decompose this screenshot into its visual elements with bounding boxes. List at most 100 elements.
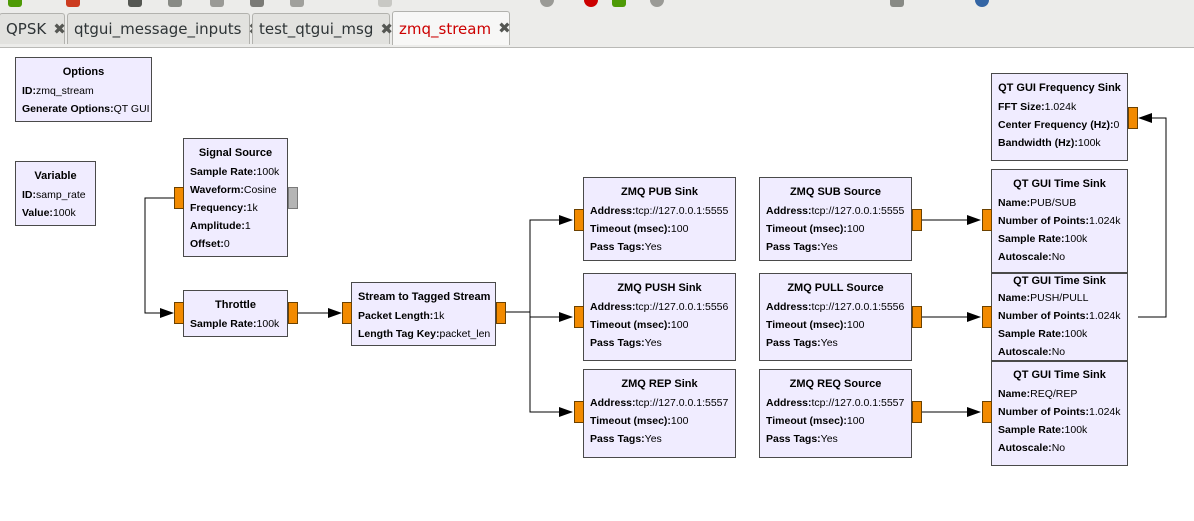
param-row: Offset:0 — [190, 238, 230, 250]
throttle-in-port[interactable] — [174, 302, 184, 324]
block-variable[interactable]: Variable ID:samp_rate Value:100k — [15, 161, 96, 226]
block-zmq-sub-source[interactable]: ZMQ SUB Source Address:tcp://127.0.0.1:5… — [759, 177, 912, 261]
block-title: QT GUI Time Sink — [1013, 178, 1106, 190]
close-icon[interactable]: ✖ — [53, 19, 66, 38]
tab-zmq-stream[interactable]: zmq_stream ✖ — [392, 11, 511, 45]
param-row: Sample Rate:100k — [190, 318, 280, 330]
param-row: Address:tcp://127.0.0.1:5557 — [590, 397, 729, 409]
block-qt-gui-time-sink-pubsub[interactable]: QT GUI Time Sink Name:PUB/SUB Number of … — [991, 169, 1128, 273]
param-row: Packet Length:1k — [358, 310, 445, 322]
tab-qpsk[interactable]: QPSK ✖ — [0, 13, 66, 44]
param-row: Autoscale:No — [998, 346, 1066, 358]
param-row: Pass Tags:Yes — [766, 337, 838, 349]
block-throttle[interactable]: Throttle Sample Rate:100k — [183, 290, 288, 337]
block-title: QT GUI Time Sink — [1013, 275, 1106, 287]
time-sink-1-in-port[interactable] — [982, 209, 992, 231]
param-row: Name:PUB/SUB — [998, 197, 1077, 209]
block-title: ZMQ SUB Source — [789, 186, 882, 198]
param-row: Value:100k — [22, 207, 76, 219]
flowgraph-canvas[interactable]: Options ID:zmq_stream Generate Options:Q… — [0, 48, 1194, 521]
req-source-out-port[interactable] — [912, 401, 922, 423]
connection-wires — [144, 113, 1167, 417]
tagged-out-port[interactable] — [496, 302, 506, 324]
tab-bar: QPSK ✖ qtgui_message_inputs ✖ test_qtgui… — [0, 9, 1194, 48]
param-row: Pass Tags:Yes — [590, 433, 662, 445]
param-row: Sample Rate:100k — [998, 424, 1088, 436]
block-zmq-pull-source[interactable]: ZMQ PULL Source Address:tcp://127.0.0.1:… — [759, 273, 912, 361]
tab-label: zmq_stream — [399, 19, 492, 38]
block-zmq-pub-sink[interactable]: ZMQ PUB Sink Address:tcp://127.0.0.1:555… — [583, 177, 736, 261]
block-title: Throttle — [215, 299, 256, 311]
wire-tagged-push[interactable] — [506, 311, 573, 322]
rep-sink-in-port[interactable] — [574, 401, 584, 423]
wire-tagged-rep[interactable] — [529, 317, 573, 417]
push-sink-in-port[interactable] — [574, 306, 584, 328]
save-icon[interactable] — [128, 0, 142, 7]
block-title: Stream to Tagged Stream — [358, 291, 491, 303]
param-row: Timeout (msec):100 — [590, 415, 689, 427]
block-qt-gui-time-sink-reqrep[interactable]: QT GUI Time Sink Name:REQ/REP Number of … — [991, 361, 1128, 466]
block-title: QT GUI Time Sink — [1013, 369, 1106, 381]
block-zmq-req-source[interactable]: ZMQ REQ Source Address:tcp://127.0.0.1:5… — [759, 369, 912, 458]
search-icon[interactable] — [975, 0, 989, 7]
close-icon[interactable]: ✖ — [380, 19, 393, 38]
tab-label: QPSK — [6, 20, 47, 38]
param-row: Address:tcp://127.0.0.1:5556 — [590, 301, 729, 313]
wire-tagged-pub[interactable] — [506, 215, 573, 313]
signal-source-msg-port[interactable] — [288, 187, 298, 209]
pub-sink-in-port[interactable] — [574, 209, 584, 231]
cut-icon[interactable] — [210, 0, 224, 7]
param-row: FFT Size:1.024k — [998, 101, 1077, 113]
delete-icon[interactable] — [378, 0, 392, 7]
param-row: Pass Tags:Yes — [766, 433, 838, 445]
param-row: Number of Points:1.024k — [998, 310, 1121, 322]
sub-source-out-port[interactable] — [912, 209, 922, 231]
block-qt-gui-time-sink-pushpull[interactable]: QT GUI Time Sink Name:PUSH/PULL Number o… — [991, 273, 1128, 361]
block-zmq-rep-sink[interactable]: ZMQ REP Sink Address:tcp://127.0.0.1:555… — [583, 369, 736, 458]
block-stream-to-tagged-stream[interactable]: Stream to Tagged Stream Packet Length:1k… — [351, 282, 496, 346]
new-icon[interactable] — [8, 0, 22, 7]
param-row: Name:REQ/REP — [998, 388, 1078, 400]
wire-pull-freq[interactable] — [1138, 113, 1167, 318]
block-title: ZMQ PUSH Sink — [617, 282, 702, 294]
param-row: Address:tcp://127.0.0.1:5557 — [766, 397, 905, 409]
block-title: ZMQ PULL Source — [787, 282, 884, 294]
tagged-in-port[interactable] — [342, 302, 352, 324]
block-signal-source[interactable]: Signal Source Sample Rate:100k Waveform:… — [183, 138, 288, 257]
undo-icon[interactable] — [540, 0, 554, 7]
generate-icon[interactable] — [584, 0, 598, 7]
block-zmq-push-sink[interactable]: ZMQ PUSH Sink Address:tcp://127.0.0.1:55… — [583, 273, 736, 361]
copy-icon[interactable] — [250, 0, 264, 7]
param-row: Timeout (msec):100 — [590, 223, 689, 235]
param-row: Sample Rate:100k — [998, 328, 1088, 340]
redo-icon[interactable] — [890, 0, 904, 7]
time-sink-2-in-port[interactable] — [982, 306, 992, 328]
kill-icon[interactable] — [650, 0, 664, 7]
param-row: Number of Points:1.024k — [998, 406, 1121, 418]
print-icon[interactable] — [168, 0, 182, 7]
param-row: Address:tcp://127.0.0.1:5555 — [590, 205, 729, 217]
tab-qtgui-message-inputs[interactable]: qtgui_message_inputs ✖ — [67, 13, 261, 44]
throttle-out-port[interactable] — [288, 302, 298, 324]
close-icon[interactable] — [66, 0, 80, 7]
param-row: Timeout (msec):100 — [766, 319, 865, 331]
param-row: Address:tcp://127.0.0.1:5556 — [766, 301, 905, 313]
block-qt-gui-frequency-sink[interactable]: QT GUI Frequency Sink FFT Size:1.024k Ce… — [991, 73, 1128, 161]
param-row: Frequency:1k — [190, 202, 258, 214]
paste-icon[interactable] — [290, 0, 304, 7]
block-title: ZMQ REQ Source — [789, 378, 882, 390]
param-row: Length Tag Key:packet_len — [358, 328, 491, 340]
wire-signal-throttle[interactable] — [144, 197, 174, 318]
close-icon[interactable]: ✖ — [498, 19, 511, 37]
param-row: Name:PUSH/PULL — [998, 292, 1089, 304]
time-sink-3-in-port[interactable] — [982, 401, 992, 423]
toolbar — [0, 0, 1194, 9]
param-row: Pass Tags:Yes — [590, 337, 662, 349]
block-options[interactable]: Options ID:zmq_stream Generate Options:Q… — [15, 57, 152, 122]
tab-test-qtgui-msg[interactable]: test_qtgui_msg ✖ — [252, 13, 393, 44]
param-row: Autoscale:No — [998, 442, 1066, 454]
freq-sink-in-port[interactable] — [1128, 107, 1138, 129]
execute-icon[interactable] — [612, 0, 626, 7]
signal-source-out-port[interactable] — [174, 187, 184, 209]
pull-source-out-port[interactable] — [912, 306, 922, 328]
